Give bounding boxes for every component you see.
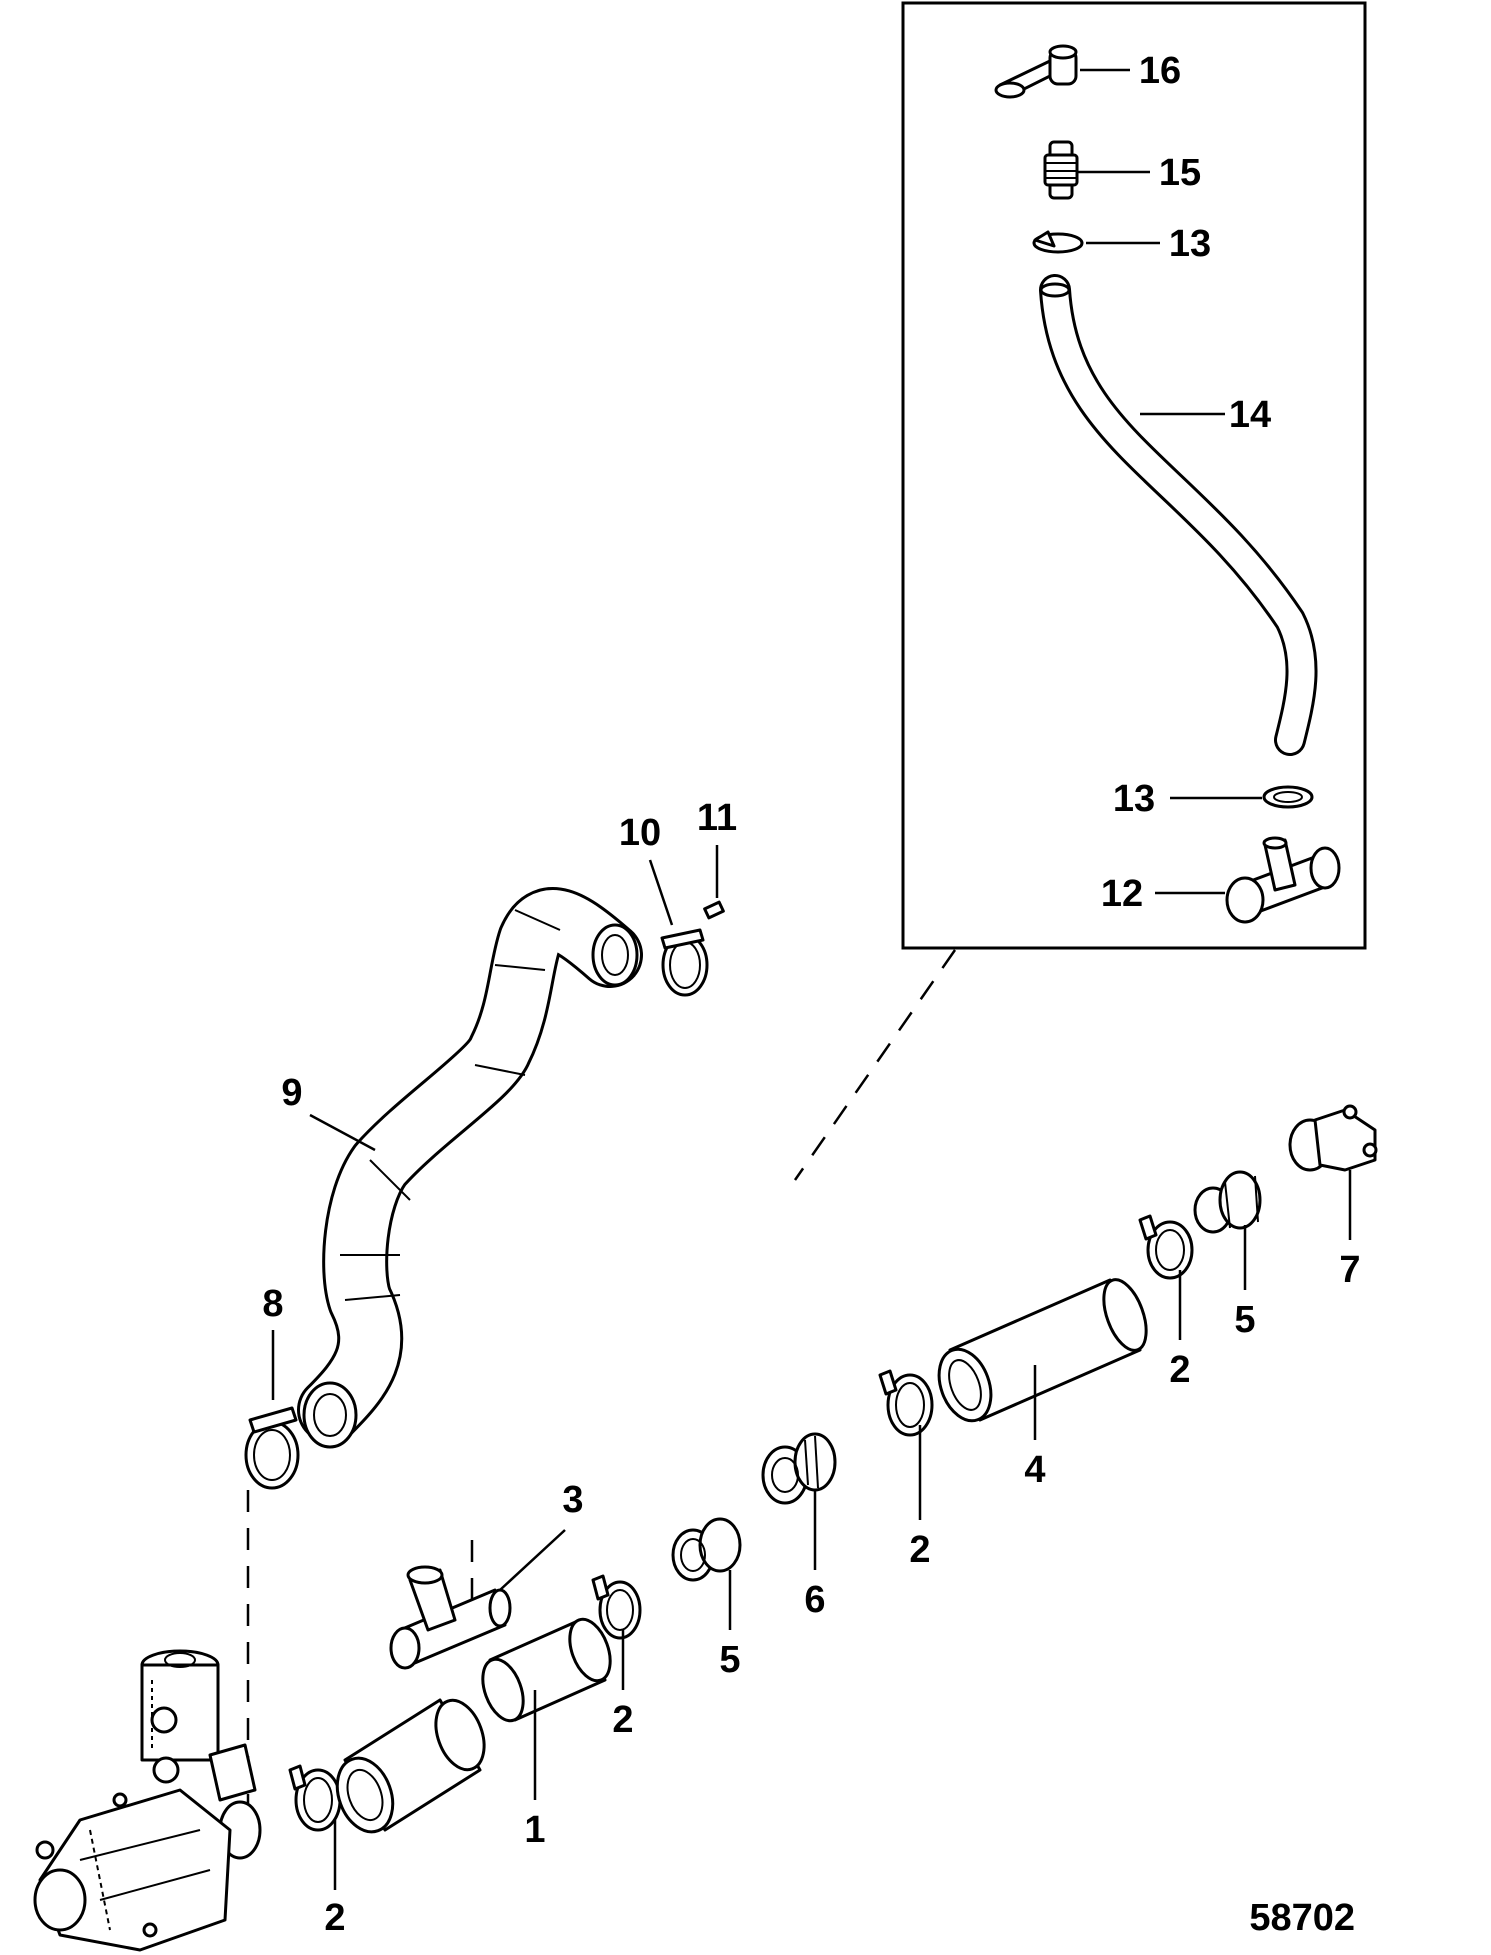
clamp-part-2-a xyxy=(288,1764,342,1832)
water-pump-assembly xyxy=(33,1649,262,1952)
callout-4: 4 xyxy=(1024,1449,1045,1491)
callout-5-b: 5 xyxy=(1234,1299,1255,1341)
tee-fitting-part-3 xyxy=(389,1565,512,1670)
callout-2-d: 2 xyxy=(1169,1349,1190,1391)
clamp-part-13-bottom xyxy=(1262,785,1314,809)
clamp-part-10 xyxy=(660,928,709,997)
callout-13-a: 13 xyxy=(1169,223,1211,265)
callout-15: 15 xyxy=(1159,152,1201,194)
figure-number: 58702 xyxy=(1249,1897,1355,1939)
leader-10 xyxy=(648,859,674,926)
callout-8: 8 xyxy=(262,1283,283,1325)
inset-box xyxy=(901,1,1367,950)
callout-5-a: 5 xyxy=(719,1639,740,1681)
clamp-part-2-c xyxy=(878,1369,934,1437)
dashed-line-inset xyxy=(793,949,957,1181)
tee-fitting-part-12 xyxy=(1225,836,1341,924)
leader-3 xyxy=(499,1529,566,1591)
callout-3: 3 xyxy=(562,1479,583,1521)
callout-16: 16 xyxy=(1139,50,1181,92)
callout-7: 7 xyxy=(1339,1249,1360,1291)
callout-12: 12 xyxy=(1101,873,1143,915)
fitting-part-7 xyxy=(1288,1104,1378,1172)
clamp-part-2-d xyxy=(1138,1214,1194,1280)
callout-2-c: 2 xyxy=(909,1529,930,1571)
callout-11: 11 xyxy=(697,797,737,839)
hose-part-1-long xyxy=(481,1617,612,1723)
hose-part-1-short xyxy=(335,1698,486,1834)
callout-14: 14 xyxy=(1229,394,1271,436)
leader-9 xyxy=(309,1113,376,1152)
callout-2-a: 2 xyxy=(324,1897,345,1939)
hose-part-4 xyxy=(937,1278,1148,1423)
part-11 xyxy=(703,900,725,920)
fitting-part-15 xyxy=(1043,140,1079,200)
callout-2-b: 2 xyxy=(612,1699,633,1741)
callout-10: 10 xyxy=(619,812,661,854)
cap-part-16 xyxy=(994,44,1078,99)
clamp-part-8 xyxy=(244,1406,300,1490)
callout-13-b: 13 xyxy=(1113,778,1155,820)
hose-part-14 xyxy=(1039,274,1318,756)
clamp-part-13-top xyxy=(1032,230,1084,254)
clamp-part-2-b xyxy=(591,1574,642,1640)
fitting-part-5-b xyxy=(1193,1170,1262,1234)
callout-6: 6 xyxy=(804,1579,825,1621)
hose-part-9 xyxy=(297,887,643,1449)
callout-1: 1 xyxy=(524,1809,545,1851)
fitting-part-6 xyxy=(761,1432,837,1505)
fitting-part-5-a xyxy=(671,1517,742,1582)
callout-9: 9 xyxy=(281,1072,302,1114)
